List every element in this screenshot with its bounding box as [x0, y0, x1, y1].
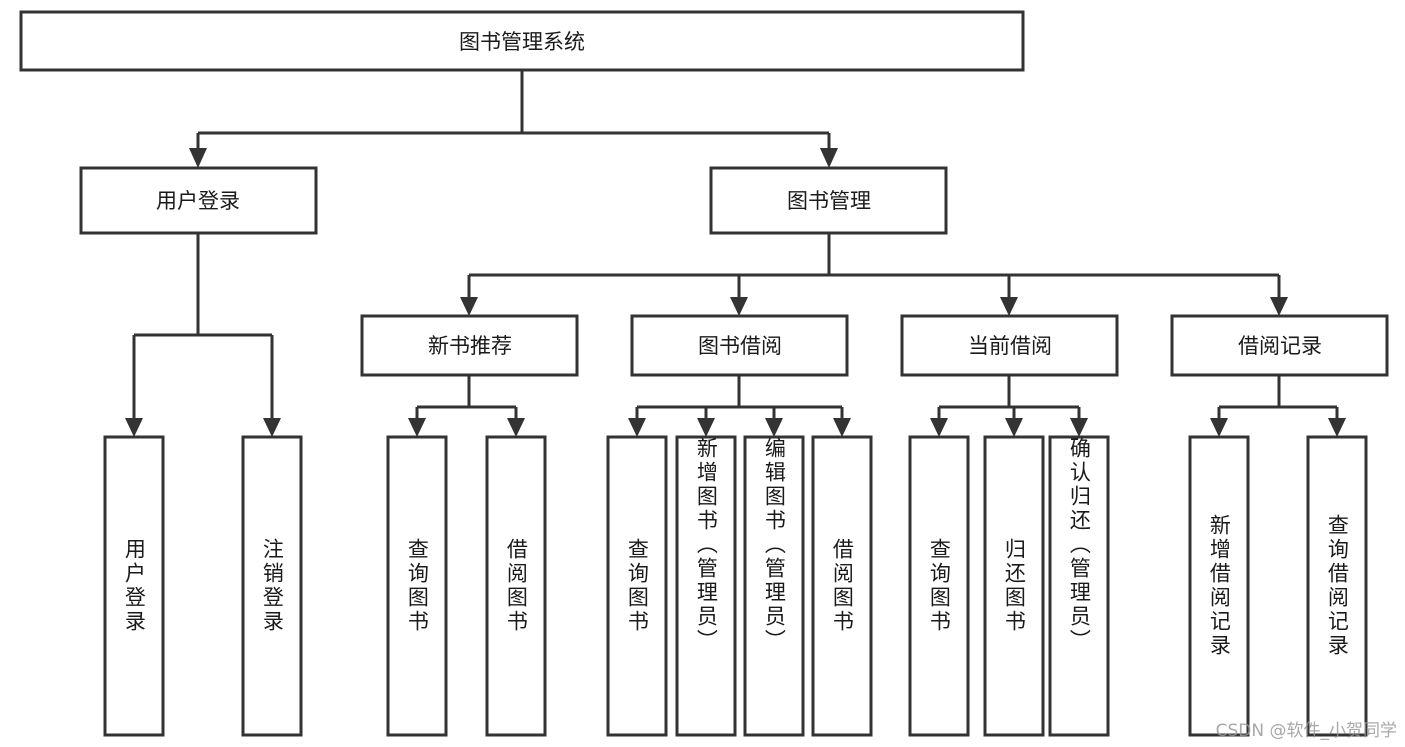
- connector-group-book-borrow: [628, 375, 851, 437]
- arrow-head-leaf-query-book-2: [628, 418, 646, 437]
- arrow-head-new-book-rec: [460, 297, 478, 316]
- arrow-head-leaf-query-book-1: [408, 418, 426, 437]
- node-new-book-rec-rect[interactable]: [360, 314, 579, 377]
- leaf-rect-group: [103, 435, 1368, 737]
- leaf-rect-borrow-book-2[interactable]: [811, 435, 873, 737]
- leaf-rect-query-book-1[interactable]: [386, 435, 448, 737]
- leaf-rect-query-book-2[interactable]: [606, 435, 668, 737]
- arrow-head-leaf-add-book: [697, 418, 715, 437]
- leaf-rect-confirm-return[interactable]: [1048, 435, 1110, 737]
- arrow-head-current-borrow: [1000, 297, 1018, 316]
- node-new-book-rec[interactable]: 新书推荐: [360, 314, 579, 377]
- node-book-borrow[interactable]: 图书借阅: [630, 314, 849, 377]
- node-current-borrow-rect[interactable]: [900, 314, 1119, 377]
- node-book-borrow-label: 图书借阅: [698, 334, 782, 358]
- node-current-borrow[interactable]: 当前借阅: [900, 314, 1119, 377]
- arrow-head-user-login: [189, 148, 207, 168]
- node-root[interactable]: 图书管理系统: [19, 10, 1025, 72]
- leaf-rect-query-book-3[interactable]: [908, 435, 970, 737]
- arrow-head-borrow-record: [1270, 297, 1288, 316]
- node-borrow-record[interactable]: 借阅记录: [1170, 314, 1389, 377]
- arrow-head-leaf-query-book-3: [930, 418, 948, 437]
- arrow-head-leaf-confirm-return: [1070, 418, 1088, 437]
- leaf-rect-query-record[interactable]: [1306, 435, 1368, 737]
- node-user-login-rect[interactable]: [79, 166, 318, 235]
- connector-group-root: [189, 70, 838, 168]
- arrow-head-leaf-edit-book: [765, 418, 783, 437]
- connector-group-borrow-record: [1210, 375, 1346, 437]
- arrow-head-book-manage: [820, 148, 838, 168]
- arrow-head-leaf-borrow-book-2: [833, 418, 851, 437]
- leaf-rect-add-book[interactable]: [675, 435, 737, 737]
- arrow-head-leaf-user-login: [125, 418, 143, 437]
- arrow-head-leaf-logout: [263, 418, 281, 437]
- arrow-head-leaf-borrow-book-1: [507, 418, 525, 437]
- arrow-head-book-borrow: [730, 297, 748, 316]
- leaf-rect-edit-book[interactable]: [743, 435, 805, 737]
- leaf-rect-borrow-book-1[interactable]: [485, 435, 547, 737]
- node-book-manage[interactable]: 图书管理: [709, 166, 948, 235]
- node-user-login[interactable]: 用户登录: [79, 166, 318, 235]
- connector-group-new-book-rec: [408, 375, 525, 437]
- leaf-rect-return-book[interactable]: [983, 435, 1045, 737]
- connector-group-current-borrow: [930, 375, 1088, 437]
- arrow-head-leaf-add-record: [1210, 418, 1228, 437]
- node-new-book-rec-label: 新书推荐: [428, 334, 512, 358]
- node-book-manage-label: 图书管理: [787, 189, 871, 213]
- node-book-manage-rect[interactable]: [709, 166, 948, 235]
- node-user-login-label: 用户登录: [156, 189, 240, 213]
- leaf-rect-add-record[interactable]: [1188, 435, 1250, 737]
- node-root-label: 图书管理系统: [459, 30, 585, 54]
- node-borrow-record-label: 借阅记录: [1238, 334, 1322, 358]
- node-book-borrow-rect[interactable]: [630, 314, 849, 377]
- arrow-head-leaf-return-book: [1005, 418, 1023, 437]
- node-borrow-record-rect[interactable]: [1170, 314, 1389, 377]
- node-current-borrow-label: 当前借阅: [968, 334, 1052, 358]
- arrow-head-leaf-query-record: [1328, 418, 1346, 437]
- leaf-rect-logout[interactable]: [241, 435, 303, 737]
- leaf-rect-user-login[interactable]: [103, 435, 165, 737]
- connector-group-book-manage: [460, 233, 1288, 316]
- node-root-rect[interactable]: [19, 10, 1025, 72]
- connector-group-user-login: [125, 233, 281, 437]
